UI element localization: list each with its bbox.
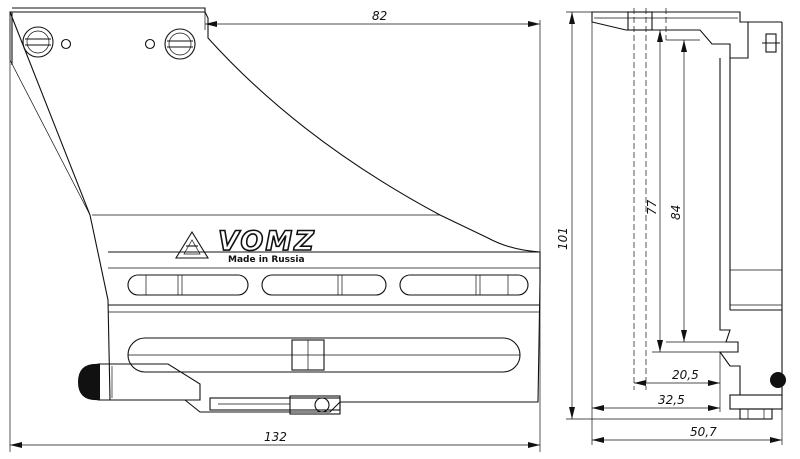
dimension-50-7: 50,7	[592, 395, 783, 445]
dimension-101: 101	[556, 11, 740, 420]
dim-label-84: 84	[669, 205, 683, 220]
dimension-82: 82	[204, 8, 541, 252]
rail-slots	[127, 274, 529, 296]
front-view	[591, 8, 786, 420]
dimension-84: 84	[666, 39, 738, 343]
screw-head-left	[22, 26, 54, 58]
bottom-nut	[209, 395, 341, 415]
dimension-32-5: 32,5	[591, 22, 721, 445]
hole-left	[60, 38, 72, 50]
dim-label-32-5: 32,5	[658, 393, 685, 407]
side-view: VOMZ Made in Russia	[9, 7, 541, 415]
lever-knob	[78, 363, 201, 401]
vomz-logo: VOMZ Made in Russia	[175, 225, 316, 265]
dim-label-50-7: 50,7	[690, 425, 717, 439]
dim-label-77: 77	[645, 199, 659, 215]
dim-label-101: 101	[556, 227, 570, 250]
dimension-132: 132	[9, 12, 541, 452]
dimension-20-5: 20,5	[634, 368, 720, 386]
screw-head-right	[164, 28, 196, 60]
dim-label-82: 82	[372, 9, 387, 23]
dimension-77: 77	[645, 30, 738, 353]
brand-tagline: Made in Russia	[228, 255, 305, 265]
dim-label-132: 132	[264, 430, 287, 444]
dim-label-20-5: 20,5	[672, 368, 699, 382]
brand-wordmark: VOMZ	[218, 226, 316, 257]
hole-right	[144, 38, 156, 50]
